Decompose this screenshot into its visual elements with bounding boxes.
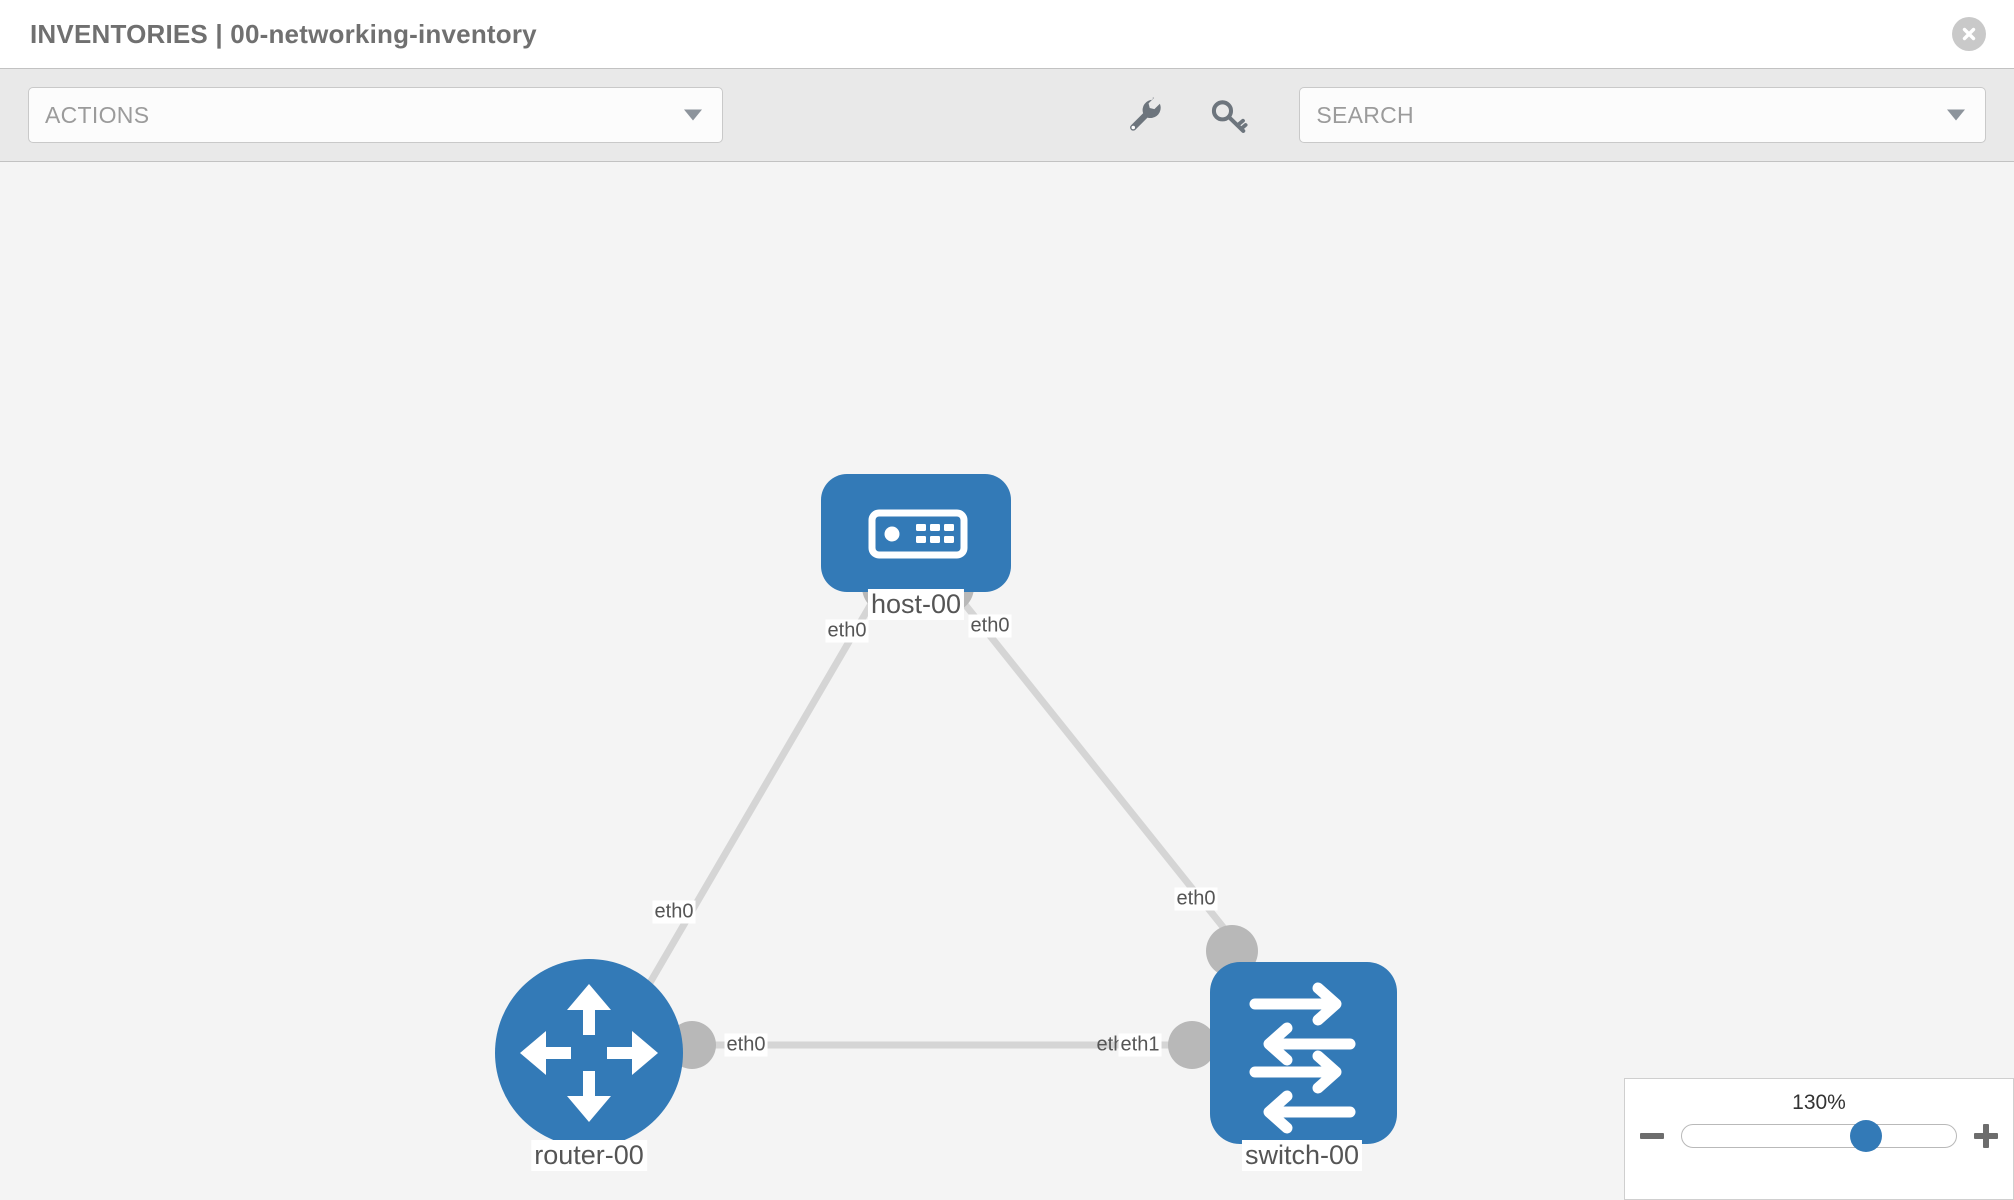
iface-label-switch00-eth1: eth1 bbox=[1118, 1033, 1162, 1057]
titlebar: INVENTORIES | 00-networking-inventory bbox=[0, 0, 2014, 68]
node-host-00 bbox=[821, 474, 1011, 592]
zoom-control-panel: 130% bbox=[1624, 1078, 2014, 1200]
zoom-level-value: 130% bbox=[1792, 1091, 1846, 1114]
topology-graph bbox=[495, 474, 1397, 1147]
zoom-slider-thumb[interactable] bbox=[1849, 1120, 1882, 1152]
zoom-in-button[interactable] bbox=[1973, 1123, 1999, 1149]
wrench-icon[interactable] bbox=[1123, 93, 1167, 137]
toolbar-icon-group bbox=[1123, 93, 1251, 137]
node-label-host-00: host-00 bbox=[867, 589, 965, 621]
actions-dropdown-label: ACTIONS bbox=[45, 101, 150, 128]
node-router-00 bbox=[495, 959, 683, 1147]
close-icon[interactable] bbox=[1952, 17, 1986, 51]
iface-label-router00-eth0: eth0 bbox=[724, 1033, 768, 1057]
port-switch00-eth1 bbox=[1168, 1021, 1216, 1069]
chevron-down-icon[interactable] bbox=[1947, 109, 1965, 121]
zoom-slider-row bbox=[1625, 1120, 2013, 1152]
node-switch-00 bbox=[1210, 962, 1397, 1144]
search-input[interactable] bbox=[1316, 101, 1904, 129]
key-icon[interactable] bbox=[1207, 93, 1251, 137]
topology-ports bbox=[668, 561, 1258, 1069]
search-field[interactable] bbox=[1299, 87, 1986, 143]
page-title: INVENTORIES | 00-networking-inventory bbox=[30, 18, 537, 49]
iface-label-switch00-eth0-uplink: eth0 bbox=[1174, 887, 1218, 911]
topology-canvas[interactable]: host-00 router-00 switch-00 eth0 eth0 et… bbox=[0, 162, 2014, 1200]
topology-links bbox=[626, 589, 1258, 1049]
actions-dropdown[interactable]: ACTIONS bbox=[28, 87, 724, 143]
zoom-out-button[interactable] bbox=[1639, 1123, 1665, 1149]
node-label-router-00: router-00 bbox=[531, 1140, 647, 1172]
chevron-down-icon bbox=[684, 109, 703, 121]
iface-label-host00-eth0-right: eth0 bbox=[968, 614, 1012, 638]
iface-label-router00-eth0-uplink: eth0 bbox=[652, 900, 696, 924]
zoom-slider[interactable] bbox=[1681, 1120, 1957, 1152]
iface-label-host00-eth0-left: eth0 bbox=[825, 619, 869, 643]
toolbar: ACTIONS bbox=[0, 68, 2014, 162]
link-host00-switch00 bbox=[952, 589, 1258, 970]
link-host00-router00 bbox=[626, 590, 882, 1019]
node-label-switch-00: switch-00 bbox=[1241, 1140, 1363, 1172]
